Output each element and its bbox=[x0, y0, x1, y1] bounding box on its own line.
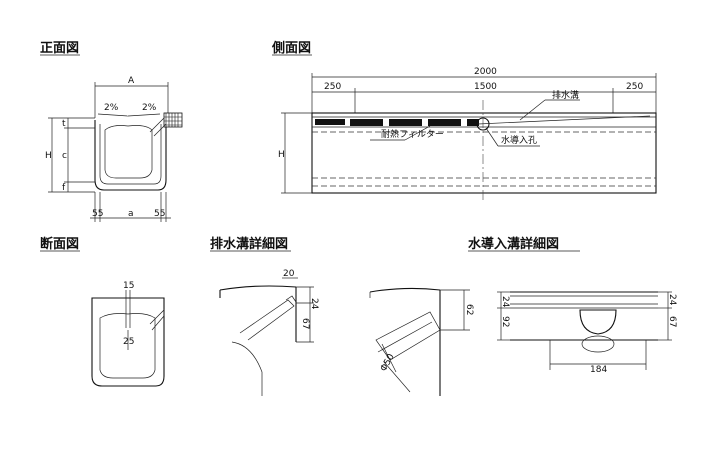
channel-outer bbox=[94, 120, 167, 191]
drain-pipe bbox=[149, 117, 165, 133]
dim-total-label: 2000 bbox=[474, 67, 497, 77]
dim-left-label: 250 bbox=[324, 82, 341, 92]
side-body bbox=[311, 112, 657, 194]
dim-right-label: 55 bbox=[154, 209, 165, 219]
inlet-pipe-ellipse bbox=[581, 335, 615, 353]
drain-detail: 20 24 67 bbox=[219, 269, 319, 396]
title-drain-detail: 排水溝詳細図 bbox=[210, 236, 288, 252]
dim-t-label: t bbox=[62, 119, 66, 129]
pipe-axis bbox=[377, 321, 433, 353]
grate-hatch bbox=[164, 113, 182, 127]
section-view: 15 25 bbox=[91, 281, 165, 387]
inlet-detail-right: 184 24 92 24 67 bbox=[497, 291, 677, 375]
slope-line bbox=[127, 113, 161, 117]
channel-cavity bbox=[104, 125, 153, 179]
dim-A-label: A bbox=[128, 76, 135, 86]
dim-line-phi bbox=[381, 343, 397, 373]
drain-pipe bbox=[153, 123, 167, 137]
dim-mid-label: 1500 bbox=[474, 82, 497, 92]
leader-hole bbox=[485, 127, 499, 147]
channel-inner bbox=[99, 124, 162, 185]
top-surface bbox=[219, 285, 297, 291]
slope-line bbox=[97, 113, 129, 117]
slope-right-label: 2% bbox=[142, 103, 157, 113]
dim-phi-label: Φ50 bbox=[379, 352, 397, 373]
dim-67-label: 67 bbox=[667, 316, 677, 327]
dim-24a-label: 24 bbox=[500, 296, 510, 308]
label-hole: 水導入孔 bbox=[501, 134, 537, 146]
inner-curve bbox=[231, 341, 263, 396]
drain-slope-line bbox=[477, 115, 651, 125]
dim-H-label: H bbox=[45, 151, 52, 161]
top-surface bbox=[369, 287, 441, 293]
title-inlet-detail: 水導入溝詳細図 bbox=[468, 236, 559, 252]
title-section-view: 断面図 bbox=[40, 236, 79, 252]
dim-24-label: 24 bbox=[309, 298, 319, 310]
label-drain: 排水溝 bbox=[552, 89, 579, 101]
inlet-pipe bbox=[375, 311, 441, 361]
drain-pipe bbox=[239, 299, 295, 341]
leader-drain bbox=[519, 99, 546, 121]
side-drain bbox=[149, 309, 165, 331]
inlet-bowl bbox=[579, 309, 617, 335]
dim-a-label: a bbox=[128, 209, 134, 219]
pipe-cap bbox=[285, 295, 297, 303]
title-side-view: 側面図 bbox=[271, 40, 311, 56]
dim-bottom-label: 25 bbox=[123, 337, 134, 347]
dim-184-label: 184 bbox=[590, 365, 607, 375]
dim-H-label: H bbox=[278, 150, 285, 160]
dim-f-label: f bbox=[62, 183, 66, 193]
dim-c-label: c bbox=[62, 151, 67, 161]
view-titles: 正面図 側面図 断面図 排水溝詳細図 水導入溝詳細図 bbox=[40, 40, 580, 252]
section-outer bbox=[91, 297, 165, 387]
dim-20-label: 20 bbox=[283, 269, 295, 279]
side-view: 2000 250 1500 250 排水溝 耐熱フィルター bbox=[278, 67, 657, 200]
grate-block bbox=[163, 112, 183, 128]
leader-filter bbox=[404, 125, 431, 141]
slope-left-label: 2% bbox=[104, 103, 119, 113]
dim-right-label: 250 bbox=[626, 82, 643, 92]
section-cavity bbox=[99, 313, 156, 379]
dim-92-label: 92 bbox=[500, 316, 510, 327]
lower-curve bbox=[383, 361, 411, 393]
filter-slots bbox=[315, 119, 479, 126]
dim-left-label: 55 bbox=[92, 209, 103, 219]
dim-24b-label: 24 bbox=[667, 294, 677, 306]
label-filter: 耐熱フィルター bbox=[381, 128, 444, 140]
inlet-detail-left: 62 Φ50 bbox=[369, 287, 474, 396]
dim-62-label: 62 bbox=[464, 304, 474, 315]
title-front-view: 正面図 bbox=[40, 41, 79, 56]
dim-67-label: 67 bbox=[300, 318, 310, 329]
front-view: A 2% 2% H t c f bbox=[45, 76, 183, 222]
dim-top-label: 15 bbox=[123, 281, 134, 291]
